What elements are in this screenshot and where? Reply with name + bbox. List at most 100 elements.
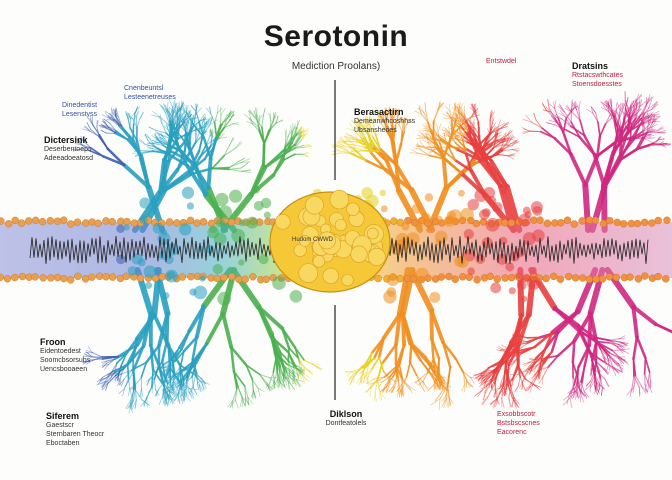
- dendrite: [493, 372, 496, 383]
- dendrite: [593, 361, 597, 377]
- dendrite: [168, 369, 170, 378]
- dendrite: [276, 372, 281, 383]
- dendrite: [176, 383, 185, 387]
- dendrite: [409, 361, 418, 377]
- dendrite: [246, 121, 254, 125]
- label-center-bottom: Diklson Dontfeatolels: [316, 410, 376, 428]
- dendrite: [405, 361, 411, 378]
- dendrite: [445, 128, 451, 135]
- dendrite: [179, 383, 185, 390]
- dendrite: [120, 352, 128, 367]
- dendrite: [618, 146, 640, 162]
- dendrite: [458, 103, 462, 114]
- dendrite: [570, 121, 581, 138]
- dendrite: [564, 108, 573, 113]
- dendrite: [606, 109, 615, 117]
- vesicle: [605, 273, 614, 281]
- vesicle: [481, 208, 491, 217]
- dendrite: [482, 377, 490, 381]
- dendrite: [441, 140, 450, 149]
- dendrite: [437, 102, 444, 110]
- label-center-bottom-text: Dontfeatolels: [325, 420, 367, 427]
- dendrite: [645, 112, 651, 120]
- dendrite: [568, 152, 588, 188]
- dendrite: [181, 381, 184, 388]
- dendrite: [237, 157, 245, 162]
- dendrite: [626, 387, 633, 396]
- dendrite: [517, 376, 521, 387]
- dendrite: [210, 135, 217, 147]
- dendrite: [632, 335, 639, 361]
- dendrite: [149, 138, 156, 148]
- dendrite: [101, 355, 119, 360]
- vesicle: [136, 274, 145, 282]
- dendrite: [421, 139, 429, 144]
- dendrite: [486, 136, 495, 144]
- label-right: Dratsins Rtstacswthcates Stoensdoesstes: [572, 62, 636, 89]
- dendrite: [243, 113, 252, 121]
- dendrite: [501, 382, 509, 386]
- dendrite: [501, 148, 513, 152]
- dendrite: [656, 126, 663, 132]
- vesicle: [122, 272, 131, 281]
- dendrite: [639, 111, 644, 118]
- dendrite: [382, 370, 390, 380]
- dendrite: [303, 359, 314, 365]
- dendrite: [73, 148, 81, 152]
- vesicle: [241, 275, 249, 284]
- dendrite: [312, 363, 320, 365]
- dendrite: [295, 378, 304, 382]
- dendrite: [419, 371, 429, 380]
- soma-vesicle: [346, 202, 360, 216]
- dendrite: [205, 135, 211, 146]
- vesicle: [458, 189, 465, 197]
- dendrite: [179, 360, 195, 374]
- dendrite: [177, 381, 184, 387]
- dendrite: [455, 123, 460, 129]
- vesicle: [249, 273, 257, 281]
- dendrite: [505, 387, 507, 395]
- vesicle: [467, 267, 475, 275]
- dendrite: [507, 360, 516, 363]
- dendrite: [621, 103, 625, 112]
- dendrite: [189, 123, 194, 133]
- vesicle: [379, 189, 387, 197]
- dendrite: [422, 124, 431, 132]
- dendrite: [443, 130, 451, 135]
- dendrite: [125, 400, 131, 409]
- dendrite: [370, 336, 385, 355]
- dendrite: [398, 363, 404, 381]
- dendrite: [159, 133, 165, 139]
- dendrite: [83, 141, 92, 149]
- vesicle: [591, 216, 600, 225]
- dendrite: [612, 360, 619, 367]
- dendrite: [106, 358, 116, 362]
- dendrite: [513, 397, 520, 405]
- vesicle: [648, 219, 656, 227]
- dendrite: [82, 145, 91, 152]
- dendrite: [162, 381, 165, 394]
- dendrite: [508, 153, 516, 157]
- label-right-top-small: Entstwdel: [486, 58, 517, 65]
- dendrite: [651, 113, 660, 116]
- vesicle: [474, 189, 488, 202]
- dendrite: [107, 374, 117, 384]
- dendrite: [170, 392, 179, 401]
- dendrite: [480, 378, 486, 385]
- soma-vesicle: [298, 263, 319, 283]
- dendrite: [529, 367, 533, 375]
- dendrite: [372, 136, 381, 150]
- dendrite: [604, 117, 612, 125]
- dendrite: [370, 138, 380, 153]
- dendrite: [437, 370, 444, 380]
- vesicle: [579, 274, 587, 282]
- dendrite: [471, 104, 476, 112]
- vesicle: [102, 273, 110, 281]
- dendrite: [162, 144, 175, 154]
- dendrite: [618, 344, 627, 347]
- dendrite: [114, 362, 129, 374]
- dendrite: [191, 376, 194, 389]
- dendrite: [359, 369, 365, 374]
- dendrite: [501, 140, 510, 142]
- dendrite: [497, 345, 507, 352]
